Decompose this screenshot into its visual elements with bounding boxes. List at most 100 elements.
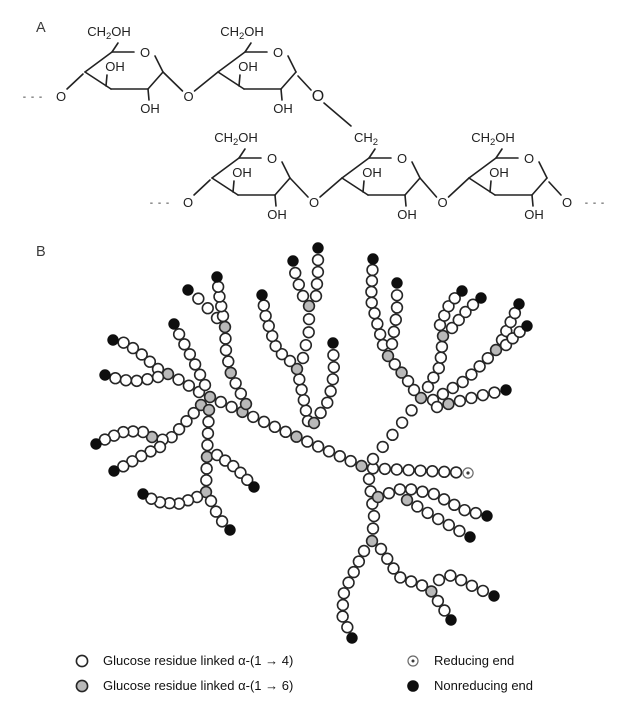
glucose-residue-1-4 [293,373,306,386]
glucose-residue-1-4 [341,621,354,634]
glucose-residue-1-4 [269,339,282,353]
glucose-residue-1-4 [229,377,242,390]
glucose-residue-1-4 [188,358,202,371]
glucose-residue-1-4 [473,360,486,373]
glucose-residue-1-4 [310,277,324,291]
glucose-residue-1-4 [436,387,450,401]
glucose-residue-1-4 [407,383,421,397]
glycosidic-bond [289,177,309,198]
glucose-residue-1-4 [297,393,311,407]
glucose-residue-1-4 [448,292,461,305]
glucose-residue-1-4 [327,361,341,374]
glucose-residue-1-4 [183,348,197,361]
ring-edge [147,71,164,90]
c6-bond [244,42,252,53]
glucose-residue-1-4 [344,454,357,468]
glucose-residue-1-4 [292,278,305,291]
ch2-group-label: CH2 [354,130,378,148]
hydroxyl-bond [232,180,235,193]
glucose-residue-1-4 [432,573,446,587]
glucose-residue-1-6 [290,362,304,376]
glucose-chain-ustem [290,362,315,428]
glucose-residue-1-6 [224,366,237,380]
glucose-residue-1-4 [404,483,418,496]
glucose-residue-1-4 [301,435,314,448]
glucose-residue-1-4 [465,391,478,405]
glucose-residue-1-4 [395,416,409,429]
glucose-residue-1-4 [311,440,325,453]
glucose-residue-1-4 [151,370,165,384]
glucose-residue-1-4 [214,395,228,409]
glucose-residue-1-4 [117,336,130,349]
hydroxyl-bond [404,194,407,207]
glucose-residue-1-4 [302,312,316,326]
glucose-residue-1-4 [234,387,248,400]
ring-edge [274,177,291,196]
glucose-residue-1-4 [469,506,482,520]
glucose-residue-1-4 [314,406,327,420]
glucose-residue-1-4 [453,394,467,408]
glucose-residue-1-4 [456,375,469,389]
glucose-residue-1-4 [302,326,315,339]
glucose-chain-trunk [203,390,474,479]
alpha-1-4-linkage: O [419,177,470,210]
glucose-chain-aR [211,271,230,323]
ring-edge [84,51,113,73]
glucose-residue-1-4 [442,300,455,313]
glucose-residue-1-4 [446,381,459,395]
glucose-residue-1-4 [426,465,439,478]
alpha-1-4-linkage: O [162,71,219,104]
glucose-residue-1-4 [390,301,404,314]
nonreducing-end [513,298,525,310]
glucose-residue-1-4 [296,351,310,365]
glucose-residue-1-4 [268,420,282,434]
glucose-chain-dstem [362,472,381,548]
glucose-residue-1-4 [378,462,392,476]
glucose-residue-1-4 [388,358,401,371]
glucose-residue-1-4 [458,503,471,517]
continuation-dashes: - - - [585,198,606,209]
ch2oh-group-label: CH2OH [220,24,264,42]
c2-hydroxyl-label: OH [105,59,125,74]
glucose-residue-1-6 [290,430,303,443]
c2-hydroxyl-label: OH [238,59,258,74]
glucose-chain-rA2 [385,277,404,351]
nonreducing-end [312,242,324,254]
glucose-residue-1-4 [126,455,139,468]
ring-oxygen-label: O [524,151,534,166]
glucose-chain-u4 [307,337,341,430]
c6-bond [368,148,376,159]
glycosidic-oxygen-label: O [183,89,193,104]
hydroxyl-bond [105,74,108,87]
nonreducing-end [456,285,468,297]
glucose-residue-1-4 [311,253,325,267]
ring-edge [538,161,548,179]
c3-hydroxyl-label: OH [524,207,544,222]
glucose-residue-1-4 [299,404,313,417]
glucose-residue-1-4 [222,355,235,368]
glucose-residue-1-4 [454,573,468,587]
panel-b-glycogen-tree [90,242,533,644]
ring-edge [211,157,240,179]
glucose-residue-1-4 [182,379,196,392]
ring-edge [154,55,164,73]
glucose-chain-rA1 [365,253,390,352]
glucose-residue-1-4 [366,263,379,277]
glucose-residue-1-4 [387,562,400,575]
glucose-residue-1-6 [425,585,438,598]
glucose-residue-1-4 [211,280,225,294]
glucose-residue-1-6 [200,450,214,464]
glucose-residue-1-4 [465,368,478,381]
glucose-residue-1-4 [389,313,402,326]
glucose-residue-1-4 [376,440,389,454]
glucose-residue-1-4 [262,319,275,333]
legend-gray-circle-icon [75,679,89,693]
glucose-residue-1-4 [437,493,451,506]
nonreducing-end [182,284,194,296]
glucose-residue-1-4 [198,378,212,392]
glucose-residue-1-4 [299,338,313,352]
glucose-residue-1-4 [225,400,238,414]
